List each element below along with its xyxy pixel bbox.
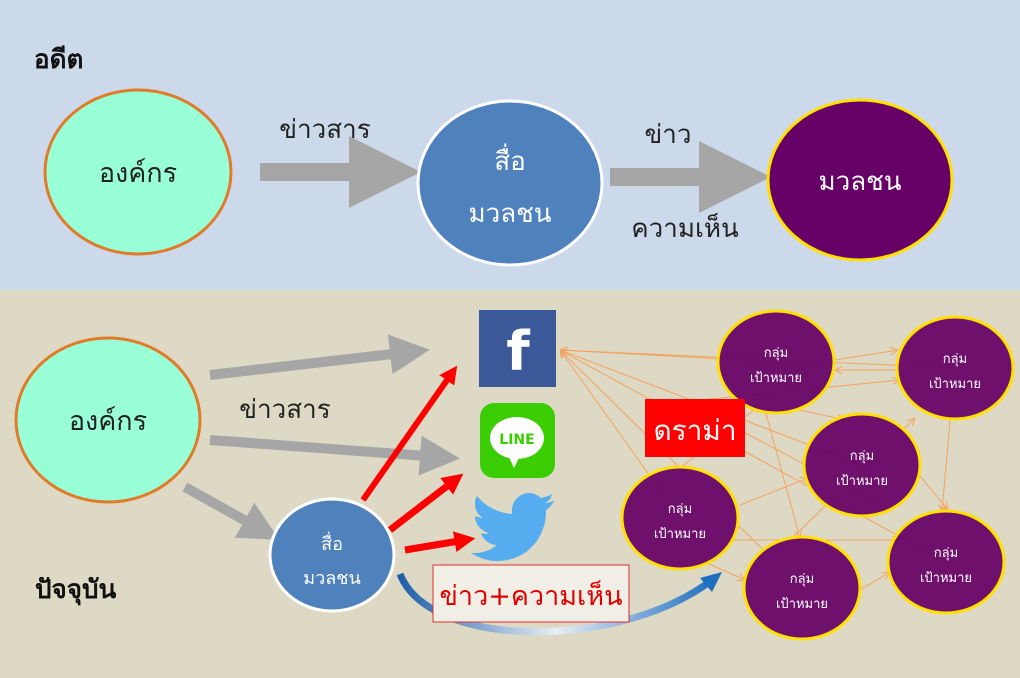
target-group-node: กลุ่มเป้าหมาย xyxy=(716,309,836,415)
target-group-ellipse xyxy=(802,412,922,518)
target-groups: กลุ่มเป้าหมายกลุ่มเป้าหมายกลุ่มเป้าหมายก… xyxy=(620,309,1015,641)
past-media-line2: มวลชน xyxy=(468,199,551,229)
network-link xyxy=(859,572,890,591)
target-group-node: กลุ่มเป้าหมาย xyxy=(895,315,1015,421)
past-media-node xyxy=(416,99,604,267)
network-link xyxy=(942,419,951,512)
curved-arrow-media-to-groups xyxy=(396,572,715,636)
network-link xyxy=(739,478,808,506)
target-group-line1: กลุ่ม xyxy=(850,449,874,464)
past-news-label: ข่าว xyxy=(645,120,692,150)
past-organization-label: องค์กร xyxy=(99,157,177,189)
network-link xyxy=(560,350,947,563)
target-group-line1: กลุ่ม xyxy=(764,346,788,361)
past-info-label: ข่าวสาร xyxy=(279,115,370,145)
present-arrow-org-to-media xyxy=(182,482,280,540)
present-arrow-org-to-facebook xyxy=(209,334,430,380)
target-group-line2: เป้าหมาย xyxy=(654,527,706,542)
target-group-ellipse xyxy=(742,535,862,641)
red-arrow-media-to-facebook xyxy=(360,365,458,502)
drama-badge xyxy=(645,399,745,457)
news-opinion-label: ข่าว+ความเห็น xyxy=(439,578,622,612)
target-group-ellipse xyxy=(886,509,1006,615)
line-app-icon: LINE xyxy=(480,403,555,478)
target-group-ellipse xyxy=(620,465,740,571)
facebook-icon: f xyxy=(479,310,556,387)
target-group-node: กลุ่มเป้าหมาย xyxy=(802,412,922,518)
past-organization-node xyxy=(43,88,233,256)
present-media-line2: มวลชน xyxy=(303,568,361,589)
target-group-line1: กลุ่ม xyxy=(668,502,692,517)
present-arrow-org-to-line xyxy=(209,435,460,476)
line-logo-text: LINE xyxy=(499,432,534,448)
target-group-line1: กลุ่ม xyxy=(790,572,814,587)
red-arrow-media-to-line xyxy=(387,473,464,533)
target-group-line2: เป้าหมาย xyxy=(920,571,972,586)
target-group-ellipse xyxy=(716,309,836,415)
network-link xyxy=(764,409,800,538)
past-media-line1: สื่อ xyxy=(494,143,525,177)
present-media-line1: สื่อ xyxy=(321,531,343,555)
past-opinion-label: ความเห็น xyxy=(631,212,739,244)
target-group-line2: เป้าหมาย xyxy=(836,474,888,489)
network-link xyxy=(914,469,948,510)
target-group-line2: เป้าหมาย xyxy=(750,371,802,386)
target-group-node: กลุ่มเป้าหมาย xyxy=(886,509,1006,615)
news-opinion-box xyxy=(432,564,630,623)
present-organization-label: องค์กร xyxy=(69,405,147,437)
drama-label: ดราม่า xyxy=(653,414,736,447)
target-group-line2: เป้าหมาย xyxy=(776,597,828,612)
target-group-node: กลุ่มเป้าหมาย xyxy=(620,465,740,571)
past-public-node xyxy=(766,98,954,262)
past-public-label: มวลชน xyxy=(818,167,901,197)
target-group-node: กลุ่มเป้าหมาย xyxy=(742,535,862,641)
target-group-ellipse xyxy=(895,315,1015,421)
target-group-line1: กลุ่ม xyxy=(943,352,967,367)
present-organization-node xyxy=(14,336,202,504)
target-group-line2: เป้าหมาย xyxy=(929,377,981,392)
present-info-label: ข่าวสาร xyxy=(239,395,330,425)
present-title: ปัจจุบัน xyxy=(35,575,116,606)
facebook-glyph: f xyxy=(506,320,530,383)
past-title: อดีต xyxy=(34,45,83,75)
twitter-icon xyxy=(471,493,555,561)
target-group-line1: กลุ่ม xyxy=(934,546,958,561)
red-arrow-media-to-twitter xyxy=(404,531,476,554)
curved-arrow-head xyxy=(700,572,722,592)
network-link xyxy=(834,350,898,361)
present-media-node xyxy=(268,497,396,613)
